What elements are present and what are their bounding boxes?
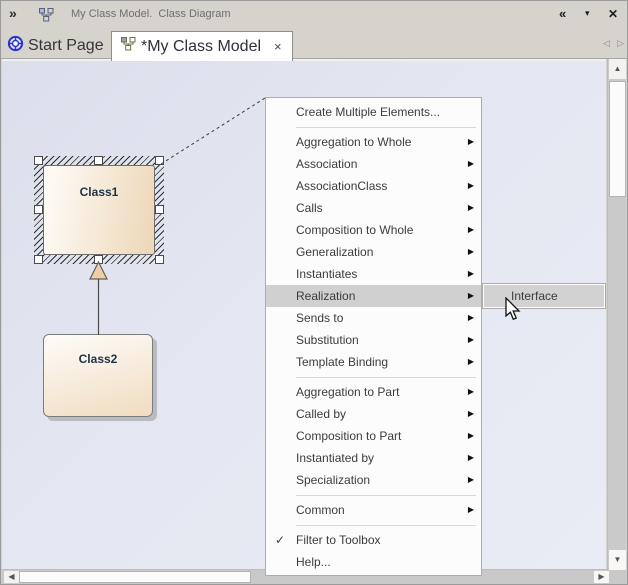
submenu-arrow-icon: ▶ <box>467 159 474 168</box>
menu-item-association[interactable]: Association▶ <box>266 153 481 175</box>
tab-bar: Start Page *My Class Model × ◁ ▷ <box>1 29 627 61</box>
menu-item-associationclass[interactable]: AssociationClass▶ <box>266 175 481 197</box>
scroll-left-icon[interactable]: ◀ <box>4 571 19 583</box>
horizontal-scrollbar[interactable]: ◀ ▶ <box>1 569 611 584</box>
submenu-arrow-icon: ▶ <box>467 269 474 278</box>
submenu-arrow-icon: ▶ <box>467 505 474 514</box>
close-window-icon[interactable]: ✕ <box>608 7 619 21</box>
menu-item-realization[interactable]: Realization▶ <box>266 285 481 307</box>
menu-item-aggregation-to-part[interactable]: Aggregation to Part▶ <box>266 381 481 403</box>
horizontal-scrollbar-thumb[interactable] <box>19 571 251 583</box>
menu-item-composition-to-part[interactable]: Composition to Part▶ <box>266 425 481 447</box>
submenu-arrow-icon: ▶ <box>467 225 474 234</box>
expand-panel-icon[interactable]: » <box>9 5 17 21</box>
generalization-arrowhead <box>89 260 108 280</box>
menu-item-instantiated-by[interactable]: Instantiated by▶ <box>266 447 481 469</box>
menu-item-substitution[interactable]: Substitution▶ <box>266 329 481 351</box>
class1-element[interactable]: Class1 <box>43 165 155 255</box>
submenu-arrow-icon: ▶ <box>467 291 474 300</box>
vertical-scrollbar[interactable]: ▲ ▼ <box>607 59 626 571</box>
resize-handle-bottom-center[interactable] <box>94 255 103 264</box>
menu-separator <box>266 491 481 499</box>
canvas-top-strip <box>2 59 606 61</box>
class1-selection-hatch: Class1 <box>34 156 164 264</box>
menu-item-help[interactable]: Help... <box>296 555 331 569</box>
submenu-arrow-icon: ▶ <box>467 409 474 418</box>
scroll-right-icon[interactable]: ▶ <box>594 571 609 583</box>
submenu-arrow-icon: ▶ <box>467 181 474 190</box>
resize-handle-top-center[interactable] <box>94 156 103 165</box>
submenu-arrow-icon: ▶ <box>467 137 474 146</box>
submenu-arrow-icon: ▶ <box>467 247 474 256</box>
submenu-arrow-icon: ▶ <box>467 335 474 344</box>
tab-start-page[interactable]: Start Page <box>3 32 108 59</box>
checkmark-icon: ✓ <box>275 533 286 547</box>
resize-handle-top-right[interactable] <box>155 156 164 165</box>
diagram-canvas[interactable]: Class1 Class2 Create Multiple Elements..… <box>2 59 606 576</box>
tab-scroll-left-icon[interactable]: ◁ <box>603 38 611 48</box>
submenu-arrow-icon: ▶ <box>467 431 474 440</box>
menu-item-common[interactable]: Common▶ <box>266 499 481 521</box>
diagram-icon <box>39 8 54 27</box>
menu-item-template-binding[interactable]: Template Binding▶ <box>266 351 481 373</box>
class1-label: Class1 <box>79 185 119 199</box>
menu-item-composition-to-whole[interactable]: Composition to Whole▶ <box>266 219 481 241</box>
tab-scroll-right-icon[interactable]: ▷ <box>617 38 624 48</box>
new-relationship-dashed-line <box>160 97 266 165</box>
submenu-arrow-icon: ▶ <box>467 475 474 484</box>
menu-item-generalization[interactable]: Generalization▶ <box>266 241 481 263</box>
collapse-panel-icon[interactable]: « <box>559 6 567 21</box>
scroll-down-icon[interactable]: ▼ <box>609 550 626 570</box>
realization-submenu: Interface <box>482 283 606 309</box>
submenu-arrow-icon: ▶ <box>467 357 474 366</box>
submenu-item-interface[interactable]: Interface <box>511 289 558 303</box>
relationship-context-menu: Create Multiple Elements... Aggregation … <box>265 97 482 576</box>
menu-item-aggregation-to-whole[interactable]: Aggregation to Whole▶ <box>266 131 481 153</box>
submenu-arrow-icon: ▶ <box>467 453 474 462</box>
dropdown-menu-icon[interactable]: ▾ <box>585 8 590 18</box>
diagram-icon <box>121 37 136 56</box>
start-page-icon <box>7 35 24 57</box>
menu-item-sends-to[interactable]: Sends to▶ <box>266 307 481 329</box>
vertical-scrollbar-thumb[interactable] <box>609 81 626 197</box>
resize-handle-top-left[interactable] <box>34 156 43 165</box>
window-title: My Class Model. Class Diagram <box>71 8 231 20</box>
resize-handle-bottom-right[interactable] <box>155 255 164 264</box>
menu-item-specialization[interactable]: Specialization▶ <box>266 469 481 491</box>
submenu-arrow-icon: ▶ <box>467 387 474 396</box>
scroll-up-icon[interactable]: ▲ <box>609 59 626 79</box>
submenu-arrow-icon: ▶ <box>467 313 474 322</box>
tab-label: *My Class Model <box>141 37 262 55</box>
menu-item-instantiates[interactable]: Instantiates▶ <box>266 263 481 285</box>
resize-handle-middle-left[interactable] <box>34 205 43 214</box>
resize-handle-middle-right[interactable] <box>155 205 164 214</box>
menu-item-called-by[interactable]: Called by▶ <box>266 403 481 425</box>
tab-my-class-model[interactable]: *My Class Model × <box>111 31 293 61</box>
tab-label: Start Page <box>28 36 104 54</box>
class2-label: Class2 <box>78 352 118 366</box>
menu-item-filter-to-toolbox[interactable]: ✓Filter to Toolbox <box>266 529 481 551</box>
menu-separator <box>266 123 481 131</box>
class2-element[interactable]: Class2 <box>43 334 153 417</box>
menu-item-create-multiple-elements[interactable]: Create Multiple Elements... <box>296 105 441 119</box>
close-tab-icon[interactable]: × <box>274 39 282 54</box>
submenu-arrow-icon: ▶ <box>467 203 474 212</box>
menu-item-calls[interactable]: Calls▶ <box>266 197 481 219</box>
tab-scroll-nav: ◁ ▷ <box>603 38 624 49</box>
scrollbar-corner <box>609 569 627 584</box>
resize-handle-bottom-left[interactable] <box>34 255 43 264</box>
titlebar: » My Class Model. Class Diagram « ▾ ✕ <box>1 1 627 29</box>
menu-separator <box>266 521 481 529</box>
menu-separator <box>266 373 481 381</box>
